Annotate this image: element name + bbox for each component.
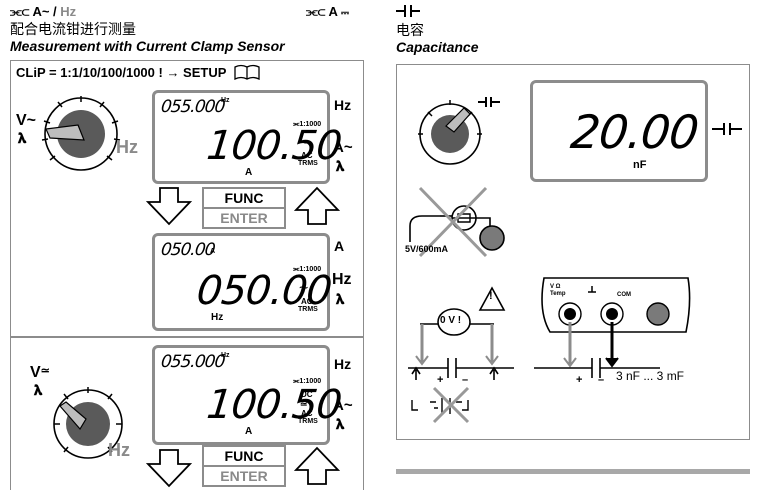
title-en: Capacitance	[396, 39, 479, 55]
dial2-v-label: V≃	[30, 364, 50, 381]
section-divider	[396, 469, 750, 474]
lcd1-small-value: 055.000	[159, 97, 226, 117]
clip-line: CLiP = 1:1/10/100/1000 ! → SETUP	[16, 64, 260, 83]
lcd3-ratio: ⫘1:1000	[293, 378, 322, 385]
header-dc-clamp-symbol: ⫘⊂ A ⎓	[306, 4, 349, 20]
lcd-display-1: 055.000 Hz ⫘1:1000 100.50 ~ AC TRMS A	[152, 90, 343, 184]
header-clamp-symbol: ⫘⊂ A~ / Hz	[10, 4, 76, 20]
enter-label: ENTER	[220, 468, 268, 484]
dial1-v-label: V~	[16, 112, 37, 129]
lcd-capacitance: 20.00 nF	[530, 80, 708, 182]
up-arrow-icon	[293, 446, 341, 491]
lcd-display-3: 055.000 Hz ⫘1:1000 100.50 DC ≃ AC TRMS A	[152, 345, 343, 445]
lcd3-small-value: 055.000	[159, 352, 226, 372]
rotary-dial-2[interactable]	[46, 384, 136, 469]
lcd3-main-value: 100.50	[204, 382, 344, 428]
clip-text: CLiP = 1:1/10/100/1000 ! → SETUP	[16, 64, 227, 80]
clamp-small-icon: 𝛌	[18, 130, 27, 146]
fuse-label: 5V/600mA	[405, 244, 449, 254]
clamp-ac-panel	[10, 60, 364, 337]
lcd1-mode-ac: AC	[301, 151, 313, 160]
capacitor-icon	[712, 122, 742, 141]
lcd1-main-value: 100.50	[204, 123, 344, 169]
title-cn: 配合电流钳进行测量	[10, 22, 136, 38]
side2-a: A	[334, 238, 345, 254]
ac-tilde-icon: ~	[299, 135, 309, 152]
lcd-cap-unit: nF	[633, 159, 647, 171]
plus-label-2: +	[576, 374, 583, 386]
ac-dc-icon: ≃	[40, 365, 50, 377]
lcd1-small-unit: Hz	[221, 97, 230, 104]
rotary-dial-cap[interactable]	[414, 94, 524, 173]
title-en: Measurement with Current Clamp Sensor	[10, 38, 285, 54]
lcd3-small-unit: Hz	[221, 352, 230, 359]
func-enter-button-1[interactable]: FUNC ENTER	[202, 187, 286, 229]
capacitance-panel	[396, 64, 750, 440]
lcd3-mode-trms: TRMS	[298, 418, 318, 425]
clamp-icon: ⫘	[293, 266, 300, 273]
minus-label-1: –	[462, 374, 469, 386]
header-dc-label: A	[328, 4, 338, 19]
clamp-dc-panel	[10, 337, 364, 490]
clamp-small-icon: 𝛌	[34, 382, 43, 398]
down-arrow-icon	[145, 186, 193, 231]
header-ac-label: A~ /	[32, 4, 57, 19]
lcd-display-2: 050.00 A ⫘1:1000 050.00 ~ AC TRMS Hz	[152, 233, 333, 331]
capacitor-circuit-diagram	[406, 282, 526, 437]
capacitance-range: 3 nF ... 3 mF	[616, 369, 685, 383]
side2-hz: Hz	[332, 271, 352, 288]
lcd1-mode-trms: TRMS	[298, 160, 318, 167]
lcd2-ratio: ⫘1:1000	[293, 266, 322, 273]
header-hz-label: Hz	[60, 4, 77, 19]
lcd1-ratio: ⫘1:1000	[293, 121, 322, 128]
lcd2-small-unit: A	[210, 248, 216, 255]
clamp-icon: ⫘	[293, 121, 300, 128]
lcd2-mode-trms: TRMS	[298, 306, 318, 313]
lcd2-mode-ac: AC	[301, 297, 313, 306]
clamp-icon: ⫘	[293, 378, 300, 385]
warning-icon: !	[489, 290, 493, 302]
socket-com-label: COM	[617, 292, 631, 298]
title-cn: 电容	[396, 23, 424, 39]
side1-a: A~	[333, 139, 353, 156]
clamp-icon: ⫘⊂	[10, 4, 30, 19]
lcd1-unit: A	[245, 167, 253, 178]
side3-a: A~	[333, 397, 353, 414]
func-enter-button-2[interactable]: FUNC ENTER	[202, 445, 286, 487]
side3-hz: Hz	[334, 356, 352, 372]
down-arrow-icon	[145, 448, 193, 493]
lcd2-unit: Hz	[211, 312, 224, 323]
enter-label: ENTER	[220, 210, 268, 226]
func-label: FUNC	[204, 189, 284, 209]
side1-hz: Hz	[334, 97, 352, 113]
clamp-icon: ⫘⊂	[306, 4, 326, 19]
plus-label-1: +	[437, 374, 444, 386]
lcd3-mode-ac: AC	[301, 409, 313, 418]
ac-tilde-icon: ~	[299, 280, 309, 297]
lcd3-unit: A	[245, 426, 253, 437]
book-icon	[234, 64, 260, 83]
dial2-hz-label: Hz	[108, 440, 130, 460]
dc-icon: ⎓	[340, 8, 349, 19]
clamp-small-icon: 𝛌	[336, 416, 345, 432]
clamp-small-icon: 𝛌	[336, 158, 345, 174]
clamp-small-icon: 𝛌	[336, 291, 345, 307]
capacitor-icon	[396, 4, 420, 23]
minus-label-2: –	[598, 374, 605, 386]
dial1-hz-label: Hz	[116, 137, 138, 157]
lcd2-small-value: 050.00	[159, 240, 216, 260]
meter-socket-diagram	[530, 272, 700, 387]
rotary-dial-1[interactable]	[36, 94, 136, 179]
ac-dc-icon: ≃	[300, 399, 308, 409]
up-arrow-icon	[293, 186, 341, 231]
lcd-cap-value: 20.00	[568, 105, 701, 159]
voltage-warning-text: 0 V !	[440, 315, 462, 326]
lcd3-mode-dc: DC	[301, 390, 313, 399]
func-label: FUNC	[204, 447, 284, 467]
fuse-crossed-icon	[402, 186, 518, 263]
